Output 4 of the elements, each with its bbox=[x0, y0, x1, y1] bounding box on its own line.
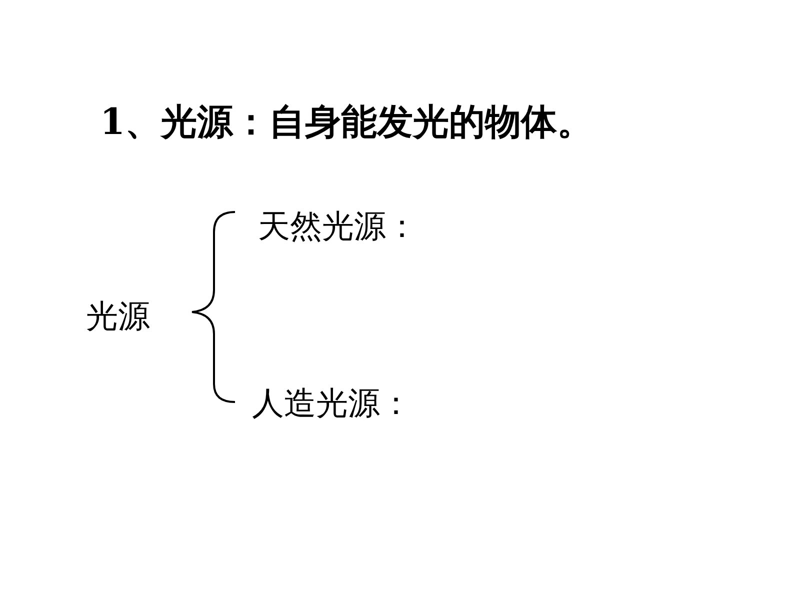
heading: 1、光源：自身能发光的物体。 bbox=[100, 100, 594, 145]
category-label: 人造光源： bbox=[252, 383, 412, 424]
term-label: 光源 bbox=[86, 296, 150, 337]
category-label: 天然光源： bbox=[258, 206, 418, 247]
